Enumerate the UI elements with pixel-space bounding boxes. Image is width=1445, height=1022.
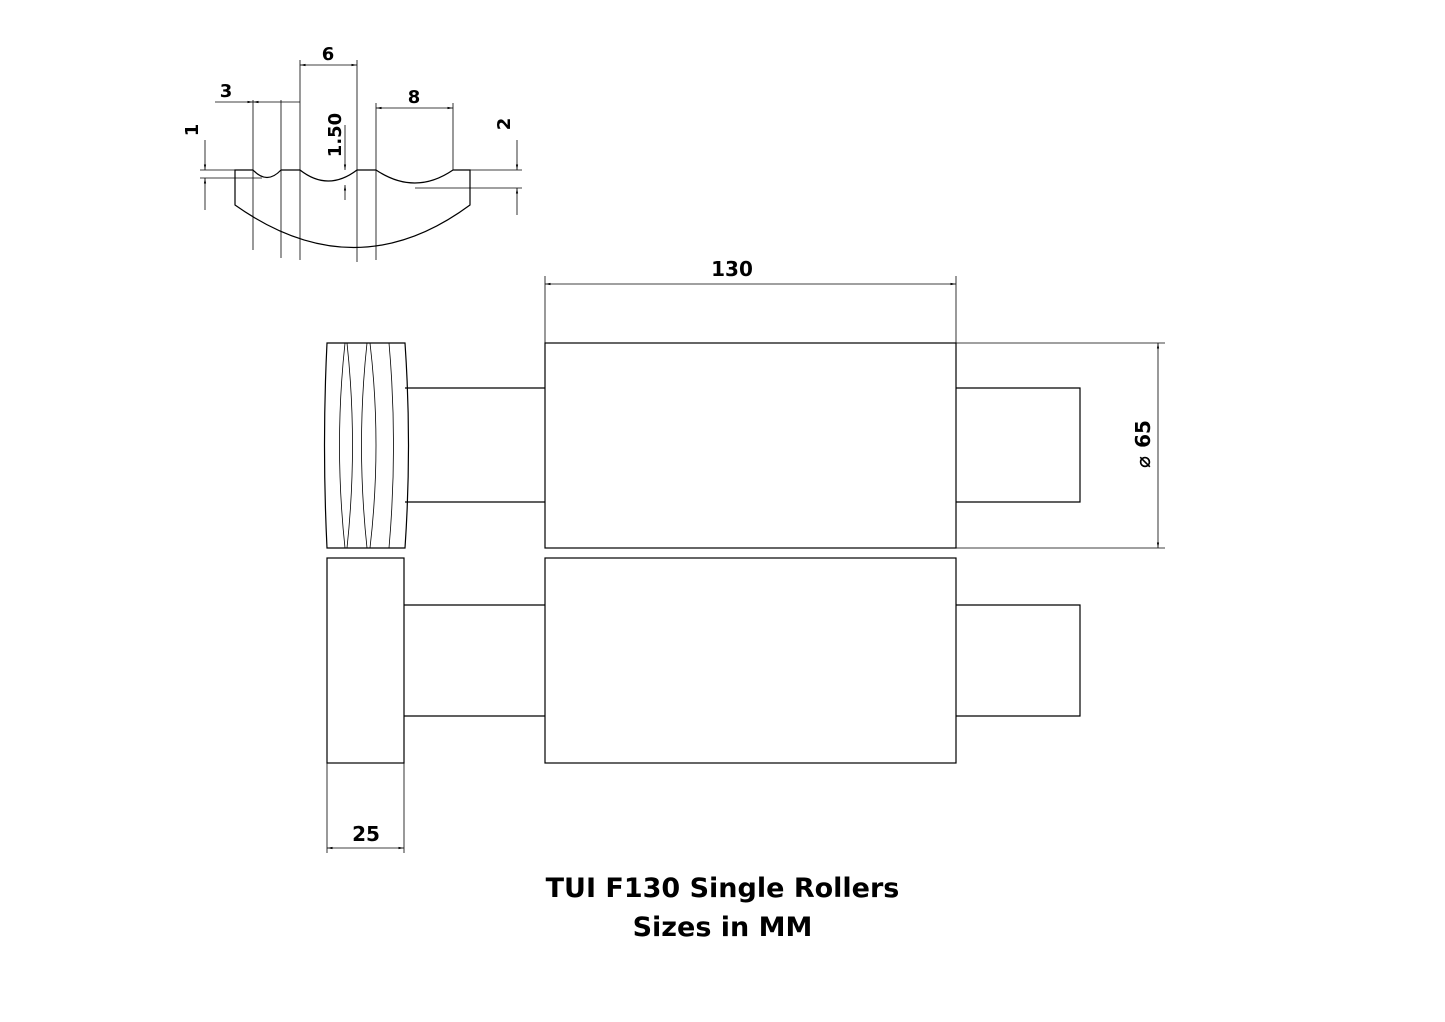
dim-6-label: 6 xyxy=(322,44,335,65)
dim-65-label: 65 xyxy=(1131,420,1155,448)
main-dimension-labels: 130 65 ⌀ 25 xyxy=(352,257,1155,846)
upper-roller xyxy=(323,342,1081,549)
drawing-subtitle: Sizes in MM xyxy=(632,912,813,943)
lower-roller xyxy=(326,557,1081,764)
dim-1-50-label: 1.50 xyxy=(325,113,346,157)
dim-2-label: 2 xyxy=(494,118,515,131)
main-dimensions xyxy=(326,276,1165,853)
groove-dimension-labels: 6 3 8 1 1.50 2 xyxy=(182,44,515,157)
dim-1-label: 1 xyxy=(182,124,203,137)
dim-25-label: 25 xyxy=(352,822,380,846)
dim-8-label: 8 xyxy=(408,87,421,108)
dim-130-label: 130 xyxy=(711,257,753,281)
groove-profile-detail xyxy=(200,60,522,262)
dim-3-label: 3 xyxy=(220,81,233,102)
drawing-title: TUI F130 Single Rollers xyxy=(545,873,900,904)
diameter-symbol: ⌀ xyxy=(1131,456,1155,468)
